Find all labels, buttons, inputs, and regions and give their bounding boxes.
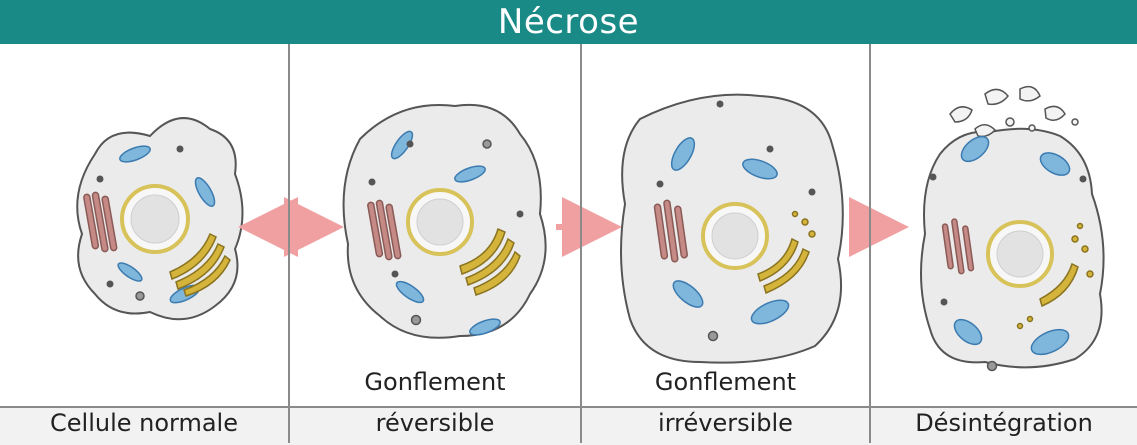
stage-4-caption: Désintégration xyxy=(871,409,1137,437)
panel-divider xyxy=(869,44,871,407)
stage-2-caption-line2: réversible xyxy=(290,409,580,437)
stage-3-caption-line1: Gonflement xyxy=(582,368,869,396)
cell-disintegration xyxy=(921,87,1104,371)
panel-divider xyxy=(580,44,582,407)
stage-2-caption-line1: Gonflement xyxy=(290,368,580,396)
cell-irreversible-swelling xyxy=(621,95,843,363)
cell-normal xyxy=(77,118,242,319)
cell-reversible-swelling xyxy=(344,105,546,338)
stage-3-caption-line2: irréversible xyxy=(582,409,869,437)
panel-divider xyxy=(288,44,290,407)
title-bar: Nécrose xyxy=(0,0,1137,44)
cells-illustration xyxy=(0,44,1137,406)
stage-1-caption: Cellule normale xyxy=(0,409,288,437)
diagram-title: Nécrose xyxy=(498,2,639,42)
